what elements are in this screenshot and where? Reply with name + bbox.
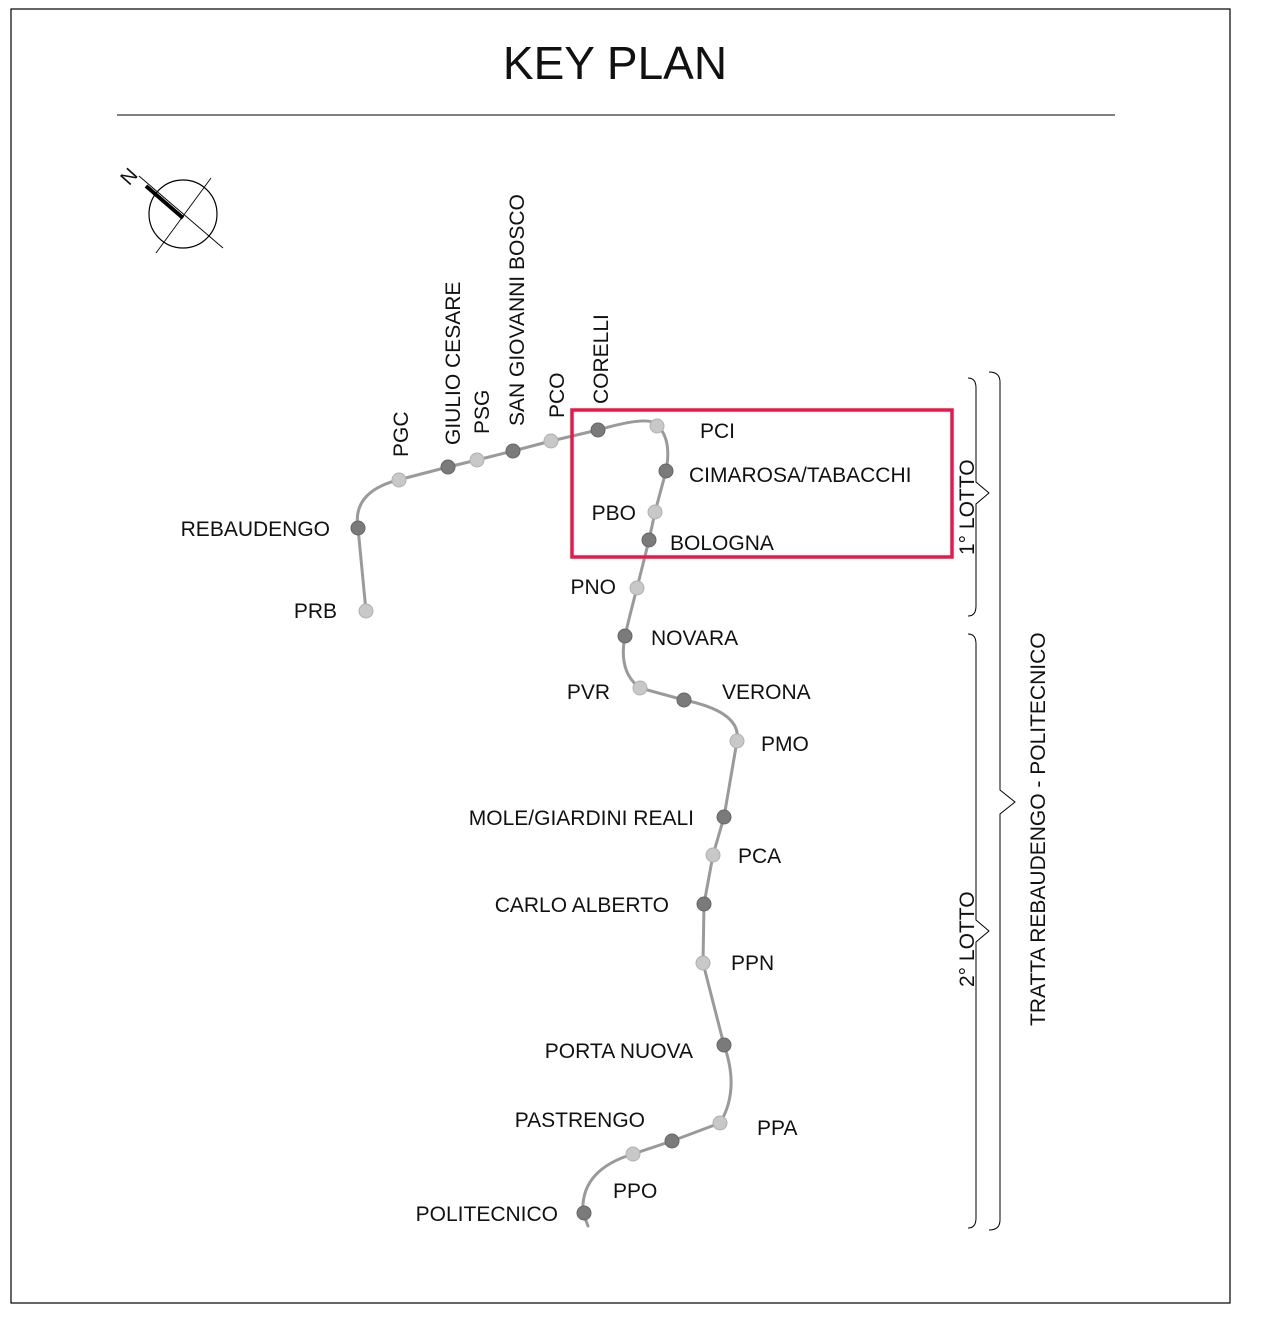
- station-dot: [617, 628, 633, 644]
- station-label: NOVARA: [651, 627, 738, 650]
- station-pco[interactable]: PCO: [543, 372, 569, 449]
- station-pmo[interactable]: PMO: [729, 733, 809, 756]
- station-label: PPN: [731, 952, 774, 975]
- station-dot: [716, 809, 732, 825]
- station-dot: [647, 504, 663, 520]
- station-label: PCO: [546, 372, 569, 418]
- station-ppa[interactable]: PPA: [712, 1115, 797, 1140]
- station-label: CARLO ALBERTO: [495, 894, 669, 917]
- station-pci[interactable]: PCI: [649, 418, 735, 443]
- station-dot: [576, 1205, 592, 1221]
- station-dot: [391, 472, 407, 488]
- highlight-box: [570, 408, 954, 559]
- station-san-giovanni-bosco[interactable]: SAN GIOVANNI BOSCO: [505, 194, 529, 459]
- station-dot: [543, 433, 559, 449]
- station-label: PCA: [738, 845, 781, 868]
- station-dot: [469, 452, 485, 468]
- station-dot: [590, 422, 606, 438]
- station-dot: [505, 443, 521, 459]
- station-mole-giardini-reali[interactable]: MOLE/GIARDINI REALI: [469, 807, 732, 830]
- station-label: PCI: [700, 420, 735, 443]
- station-label: PSG: [471, 390, 494, 434]
- station-dot: [350, 520, 366, 536]
- station-dot: [695, 955, 711, 971]
- station-rebaudengo[interactable]: REBAUDENGO: [181, 518, 366, 541]
- station-corelli[interactable]: CORELLI: [590, 314, 613, 438]
- station-label: VERONA: [722, 681, 811, 704]
- station-label: PASTRENGO: [515, 1109, 645, 1132]
- station-dot: [632, 680, 648, 696]
- brace-tratta: [988, 371, 1016, 1231]
- station-dot: [696, 896, 712, 912]
- station-cimarosa-tabacchi[interactable]: CIMAROSA/TABACCHI: [658, 463, 911, 487]
- station-giulio-cesare[interactable]: GIULIO CESARE: [440, 282, 465, 475]
- station-dot: [712, 1115, 728, 1131]
- label-tratta: TRATTA REBAUDENGO - POLITECNICO: [1027, 632, 1050, 1026]
- station-dot: [649, 418, 665, 434]
- label-lotto2: 2° LOTTO: [956, 891, 979, 987]
- station-ppn[interactable]: PPN: [695, 952, 774, 975]
- brace-lotto2: [967, 633, 990, 1229]
- station-dot: [629, 580, 645, 596]
- station-label: GIULIO CESARE: [442, 282, 465, 445]
- station-pastrengo[interactable]: PASTRENGO: [515, 1109, 680, 1149]
- station-dot: [658, 463, 674, 479]
- station-pgc[interactable]: PGC: [390, 411, 413, 488]
- station-dot: [625, 1146, 641, 1162]
- station-verona[interactable]: VERONA: [676, 681, 811, 708]
- label-lotto1: 1° LOTTO: [956, 459, 979, 555]
- station-dot: [705, 847, 721, 863]
- station-label: PNO: [570, 576, 616, 599]
- station-label: PPO: [613, 1180, 657, 1203]
- station-label: MOLE/GIARDINI REALI: [469, 807, 694, 830]
- station-label: REBAUDENGO: [181, 518, 330, 541]
- station-label: PRB: [294, 600, 337, 623]
- station-dot: [641, 532, 657, 548]
- station-dot: [676, 692, 692, 708]
- station-psg[interactable]: PSG: [469, 390, 494, 468]
- compass-icon: N: [117, 164, 224, 254]
- station-pvr[interactable]: PVR: [567, 680, 648, 704]
- station-novara[interactable]: NOVARA: [617, 627, 738, 650]
- station-ppo[interactable]: PPO: [613, 1146, 657, 1203]
- station-dot: [729, 733, 745, 749]
- station-label: PORTA NUOVA: [545, 1040, 693, 1063]
- station-label: PVR: [567, 681, 610, 704]
- station-bologna[interactable]: BOLOGNA: [641, 532, 774, 555]
- station-label: PGC: [390, 411, 413, 457]
- brace-lotto1: [967, 377, 990, 617]
- station-dot: [716, 1037, 732, 1053]
- station-porta-nuova[interactable]: PORTA NUOVA: [545, 1037, 732, 1063]
- station-label: PMO: [761, 733, 809, 756]
- station-dot: [440, 459, 456, 475]
- station-dot: [664, 1133, 680, 1149]
- station-dot: [358, 603, 374, 619]
- station-label: CORELLI: [590, 314, 613, 404]
- station-label: CIMAROSA/TABACCHI: [689, 464, 911, 487]
- station-label: POLITECNICO: [416, 1203, 558, 1226]
- compass-label: N: [117, 164, 143, 189]
- station-politecnico[interactable]: POLITECNICO: [416, 1203, 592, 1226]
- station-label: SAN GIOVANNI BOSCO: [506, 194, 529, 426]
- station-label: PPA: [757, 1117, 797, 1140]
- station-carlo-alberto[interactable]: CARLO ALBERTO: [495, 894, 712, 917]
- station-label: BOLOGNA: [670, 532, 774, 555]
- station-pno[interactable]: PNO: [570, 576, 645, 599]
- map-frame: [10, 8, 1231, 1304]
- station-pbo[interactable]: PBO: [592, 502, 663, 525]
- station-label: PBO: [592, 502, 636, 525]
- station-pca[interactable]: PCA: [705, 845, 781, 868]
- station-prb[interactable]: PRB: [294, 600, 374, 623]
- map-title: KEY PLAN: [503, 37, 727, 89]
